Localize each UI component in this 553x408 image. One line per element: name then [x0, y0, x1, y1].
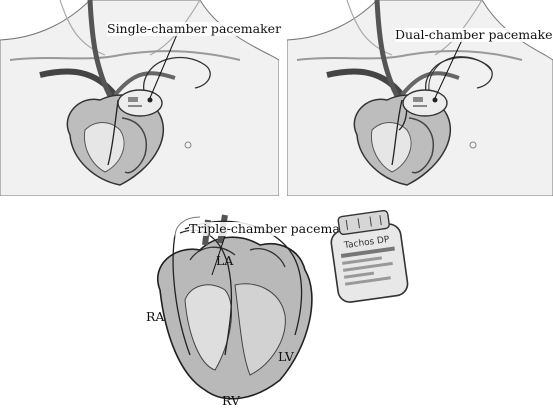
marker-la: LA — [216, 253, 234, 268]
single-callout-line — [149, 31, 179, 99]
triple-chamber-panel: Triple-chamber pacemaker LA RA LV RV — [130, 205, 430, 408]
dual-chamber-label: Dual-chamber pacemaker — [395, 28, 553, 42]
marker-lv: LV — [278, 349, 294, 364]
dual-chamber-illustration — [287, 0, 553, 196]
pacemaker-device-drawing — [330, 209, 409, 303]
single-chamber-label: Single-chamber pacemaker — [107, 21, 282, 36]
single-chamber-illustration — [0, 0, 279, 196]
dual-callout-line — [434, 39, 463, 99]
marker-rv: RV — [222, 393, 240, 408]
marker-ra: RA — [146, 309, 165, 324]
triple-chamber-illustration — [157, 214, 313, 400]
dual-chamber-panel: Dual-chamber pacemaker — [287, 0, 553, 196]
triple-chamber-label: Triple-chamber pacemaker — [189, 221, 361, 236]
heart-cross-section — [157, 214, 313, 400]
pacemaker-device-photo: Tachos DP — [322, 205, 418, 305]
pacemaker-device-icon — [402, 89, 448, 117]
pacemaker-device-icon — [117, 89, 163, 117]
single-chamber-panel: Single-chamber pacemaker — [0, 0, 282, 196]
heart-shape — [353, 94, 452, 186]
heart-shape — [66, 94, 165, 186]
